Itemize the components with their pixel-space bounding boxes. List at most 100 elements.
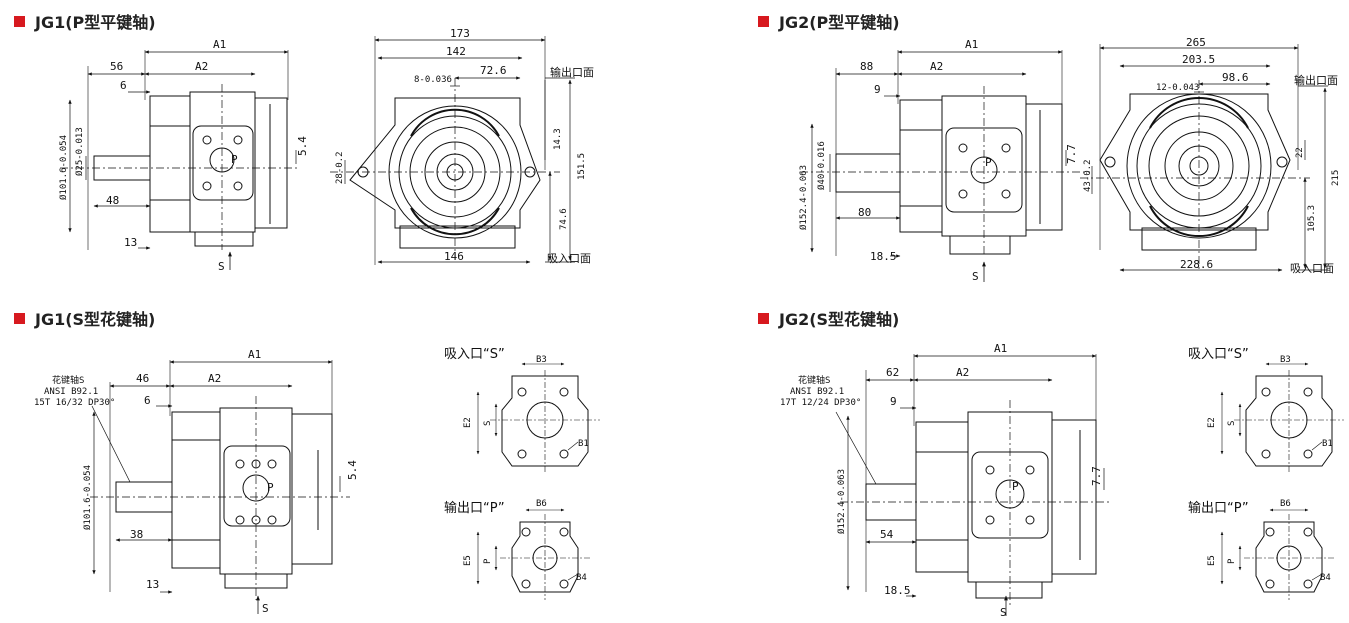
dim-a1: A1	[965, 38, 978, 51]
port-s-label: S	[262, 602, 269, 615]
dim-72-6: 72.6	[480, 64, 507, 77]
dim-43: 43-0.2	[1083, 159, 1093, 192]
inlet-face-label: 吸入口面	[1290, 262, 1334, 275]
section-header-jg2-p: JG2(P型平键轴)	[758, 9, 900, 33]
port-s-label: S	[972, 270, 979, 283]
spline-label-0: 花键轴S	[798, 374, 830, 386]
section-title: JG1(S型花键轴)	[35, 310, 156, 329]
spline-label-2: 17T 12/24 DP30°	[780, 398, 861, 408]
dim-22: 22	[1295, 147, 1305, 158]
outlet-face-label: 输出口面	[550, 65, 594, 79]
dim-142: 142	[446, 45, 466, 58]
dim-74-6: 74.6	[559, 208, 569, 230]
jg1p-side-view	[60, 50, 300, 270]
jg1p-front-view	[330, 36, 575, 265]
jg1s-suction-port	[476, 362, 600, 472]
dim-18-5: 18.5	[870, 250, 897, 263]
dim-dia-101: Ø101.6-0.054	[82, 465, 93, 530]
dim-54: 54	[880, 528, 894, 541]
dim-7-7: 7.7	[1065, 144, 1078, 164]
dim-b6: B6	[536, 499, 547, 509]
jg1s-outlet-port	[476, 508, 592, 600]
red-square-icon	[758, 15, 769, 27]
dim-s: S	[1227, 421, 1237, 426]
section-header-jg1-s: JG1(S型花键轴)	[14, 306, 155, 330]
section-title: JG2(P型平键轴)	[779, 13, 900, 32]
dim-b6: B6	[1280, 499, 1291, 509]
dim-13: 13	[146, 578, 159, 591]
red-square-icon	[758, 312, 769, 324]
dim-265: 265	[1186, 36, 1206, 49]
dim-a1: A1	[994, 342, 1007, 355]
section-title: JG1(P型平键轴)	[35, 13, 156, 32]
dim-b1: B1	[578, 439, 589, 449]
dim-e5: E5	[463, 555, 473, 566]
dim-151-5: 151.5	[577, 153, 587, 180]
dim-e2: E2	[463, 417, 473, 428]
dim-13: 13	[124, 236, 137, 249]
dim-b4: B4	[1320, 573, 1331, 583]
red-square-icon	[14, 312, 25, 324]
outlet-port-title: 输出口“P”	[1188, 500, 1249, 516]
dim-48: 48	[106, 194, 119, 207]
dim-key: 8-0.036	[414, 75, 452, 85]
dim-a2: A2	[930, 60, 943, 73]
dim-s: S	[483, 421, 493, 426]
dim-a1: A1	[213, 38, 226, 51]
dim-6: 6	[144, 394, 151, 407]
dim-6: 6	[120, 79, 127, 92]
spline-label-1: ANSI B92.1	[790, 387, 844, 397]
spline-label-2: 15T 16/32 DP30°	[34, 398, 115, 408]
dim-b3: B3	[536, 355, 547, 365]
dim-105-3: 105.3	[1307, 205, 1317, 232]
dim-228-6: 228.6	[1180, 258, 1213, 271]
dim-e2: E2	[1207, 417, 1217, 428]
section-header-jg2-s: JG2(S型花键轴)	[758, 306, 899, 330]
dim-88: 88	[860, 60, 873, 73]
dim-a2: A2	[208, 372, 221, 385]
jg2p-front-view	[1080, 44, 1328, 272]
spline-label-0: 花键轴S	[52, 374, 84, 386]
dim-dia-101: Ø101.6-0.054	[58, 135, 69, 200]
dim-56: 56	[110, 60, 123, 73]
dim-9: 9	[874, 83, 881, 96]
outlet-port-title: 输出口“P”	[444, 500, 505, 516]
dim-38: 38	[130, 528, 143, 541]
dim-9: 9	[890, 395, 897, 408]
port-p-label: P	[1012, 480, 1019, 493]
suction-port-title: 吸入口“S”	[1188, 347, 1249, 362]
dim-a2: A2	[195, 60, 208, 73]
port-p-label: P	[231, 153, 238, 166]
port-p-label: P	[267, 481, 274, 494]
dim-a2: A2	[956, 366, 969, 379]
suction-port-title: 吸入口“S”	[444, 347, 505, 362]
dim-173: 173	[450, 27, 470, 40]
dim-80: 80	[858, 206, 871, 219]
dim-5-4: 5.4	[346, 460, 359, 480]
red-square-icon	[14, 15, 25, 27]
dim-b4: B4	[576, 573, 587, 583]
dim-146: 146	[444, 250, 464, 263]
dim-dia-40: Ø40-0.016	[816, 141, 827, 190]
jg2s-side-view	[835, 354, 1110, 616]
dim-dia-25: Ø25-0.013	[74, 127, 85, 176]
dim-14-3: 14.3	[553, 128, 563, 150]
outlet-face-label: 输出口面	[1294, 73, 1338, 87]
dim-b1: B1	[1322, 439, 1333, 449]
jg2s-outlet-port	[1220, 508, 1336, 600]
jg2s-suction-port	[1220, 362, 1344, 472]
port-s-label: S	[1000, 606, 1007, 619]
dim-5-4: 5.4	[296, 136, 309, 156]
spline-label-1: ANSI B92.1	[44, 387, 98, 397]
dim-7-7: 7.7	[1090, 466, 1103, 486]
port-s-label: S	[218, 260, 225, 273]
section-header-jg1-p: JG1(P型平键轴)	[14, 9, 156, 33]
port-p-label: P	[985, 156, 992, 169]
dim-dia-152: Ø152.4-0.063	[798, 165, 809, 230]
dim-28: 28-0.2	[335, 151, 345, 184]
dim-18-5: 18.5	[884, 584, 911, 597]
dim-p: P	[1227, 558, 1237, 564]
dim-a1: A1	[248, 348, 261, 361]
dim-e5: E5	[1207, 555, 1217, 566]
dim-key: 12-0.043	[1156, 83, 1199, 93]
